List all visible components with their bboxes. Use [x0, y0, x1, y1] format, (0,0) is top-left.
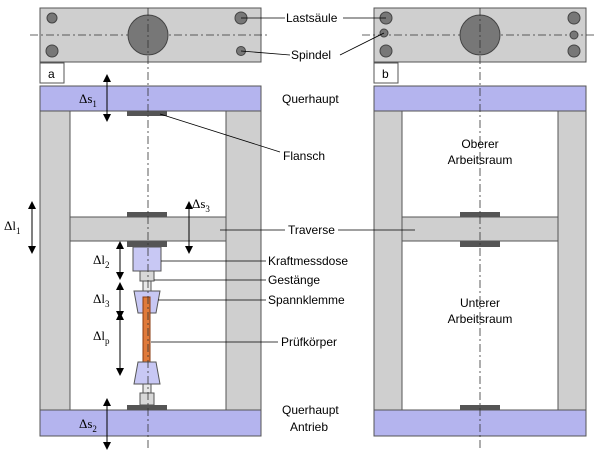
flange-traverse-top-a	[127, 212, 167, 217]
grip-lower-a	[133, 361, 161, 385]
label-kraftmessdose: Kraftmessdose	[268, 254, 348, 268]
lower-crosshead-a	[39, 409, 262, 437]
label-spannklemme: Spannklemme	[268, 293, 345, 307]
spindle-hole-b2	[569, 30, 579, 40]
flange-traverse-top-b	[460, 212, 500, 217]
symbol-dlp: Δlp	[93, 328, 110, 346]
panel-tag-b-box	[373, 62, 399, 84]
column-left-a	[39, 110, 71, 411]
frame-a	[39, 8, 262, 450]
label-querhaupt: Querhaupt	[282, 92, 339, 106]
upper-crosshead-a	[39, 85, 262, 112]
label-pruefkoerper: Prüfkörper	[281, 335, 337, 349]
label-lastsaeule: Lastsäule	[286, 11, 338, 25]
flange-top-a	[127, 111, 167, 116]
frame-b	[373, 8, 587, 450]
column-right-b	[557, 110, 587, 411]
label-querhaupt-antrieb-1: Querhaupt	[282, 403, 339, 417]
column-left-b	[373, 110, 403, 411]
panel-tag-b: b	[382, 67, 389, 81]
label-unterer-1: Unterer	[460, 296, 500, 310]
flange-bottom-b	[460, 405, 500, 410]
load-cell-a	[132, 246, 162, 272]
column-right-a	[225, 110, 262, 411]
column-hole-a2	[45, 44, 59, 58]
label-spindel: Spindel	[291, 48, 331, 62]
symbol-dl3: Δl3	[93, 291, 110, 309]
label-gestaenge: Gestänge	[268, 273, 320, 287]
rod-lower-a	[139, 392, 155, 406]
symbol-dl2: Δl2	[93, 252, 109, 270]
symbol-ds2: Δs2	[79, 416, 97, 434]
top-view-a	[30, 7, 270, 63]
label-traverse: Traverse	[288, 223, 335, 237]
leader-spindel-a	[240, 50, 291, 56]
label-flansch: Flansch	[283, 149, 325, 163]
leader-spindel-b	[339, 32, 385, 56]
column-hole-b4	[567, 44, 581, 58]
symbol-ds1: Δs1	[79, 91, 97, 109]
flange-traverse-bottom-a	[127, 241, 167, 247]
dimension-arrows	[28, 74, 193, 450]
rod-upper-a	[139, 270, 155, 282]
leader-lines	[151, 17, 415, 343]
leader-flansch	[159, 113, 281, 153]
label-unterer-2: Arbeitsraum	[448, 312, 513, 326]
label-querhaupt-antrieb-2: Antrieb	[290, 420, 328, 434]
rod-lower-thin-a	[142, 383, 152, 394]
column-hole-b2	[379, 44, 393, 58]
top-view-b	[362, 7, 596, 63]
panel-tag-a: a	[48, 67, 55, 81]
column-hole-a1	[46, 12, 58, 24]
flange-bottom-a	[127, 405, 167, 410]
symbol-dl1: Δl1	[4, 218, 20, 236]
symbol-ds3: Δs3	[192, 196, 210, 214]
label-oberer-1: Oberer	[461, 137, 498, 151]
panel-tag-a-box	[39, 62, 65, 84]
label-oberer-2: Arbeitsraum	[448, 153, 513, 167]
column-hole-b3	[567, 11, 581, 25]
rod-upper-thin-a	[142, 280, 152, 292]
